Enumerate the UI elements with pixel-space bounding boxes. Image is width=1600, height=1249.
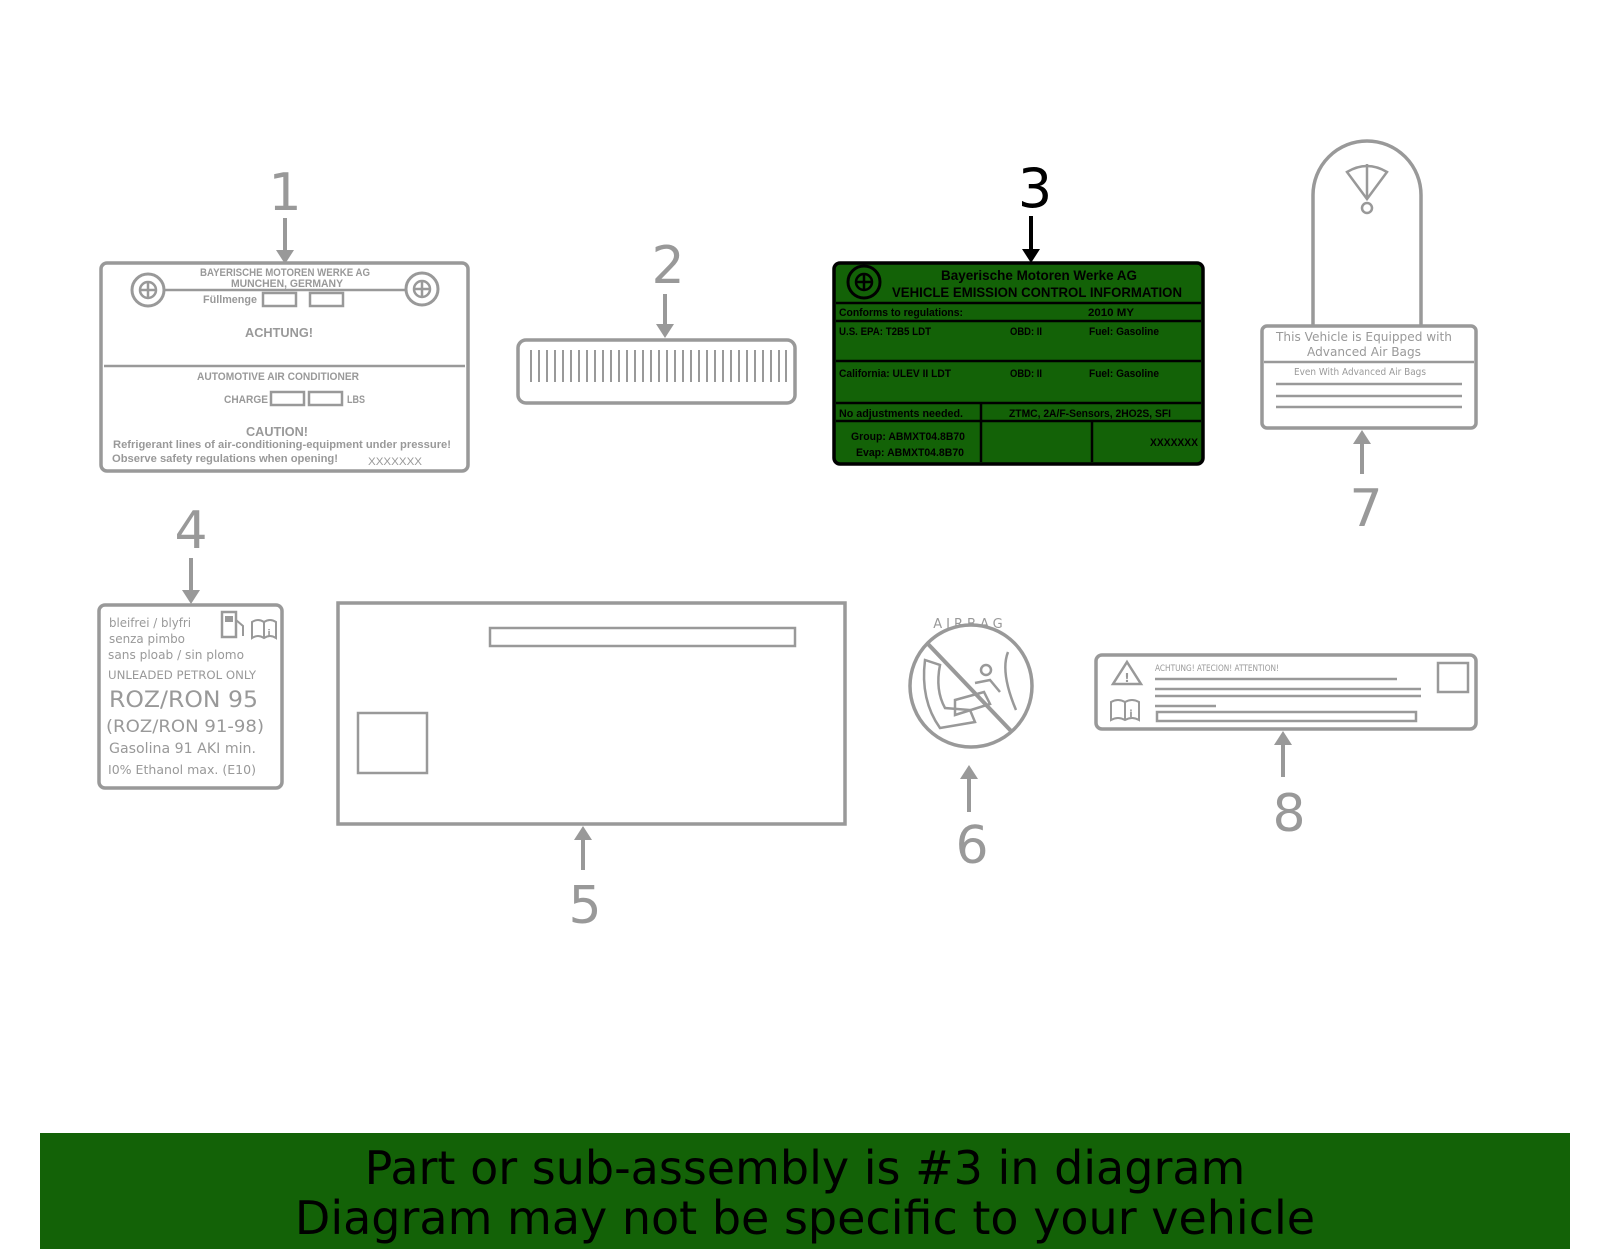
label-3-obd-2: OBD: II bbox=[1010, 368, 1042, 380]
callout-7-number: 7 bbox=[1349, 479, 1382, 539]
callout-2-number: 2 bbox=[651, 236, 684, 296]
label-4-line6: (ROZ/RON 91-98) bbox=[106, 717, 264, 737]
fuel-pump-icon bbox=[220, 610, 244, 639]
label-1-line2: Observe safety regulations when opening! bbox=[112, 453, 338, 465]
callout-1-number: 1 bbox=[268, 163, 301, 223]
label-7-line1: This Vehicle is Equipped with bbox=[1275, 329, 1452, 344]
label-4-line2: senza pimbo bbox=[109, 632, 185, 646]
manual-book-icon: i bbox=[1110, 699, 1140, 722]
label-1-fill: Füllmenge bbox=[203, 294, 257, 306]
label-3-title: VEHICLE EMISSION CONTROL INFORMATION bbox=[892, 284, 1182, 300]
label-3-evap: Evap: ABMXT04.8B70 bbox=[856, 447, 964, 459]
banner-line-2: Diagram may not be specific to your vehi… bbox=[294, 1191, 1316, 1245]
label-1-city: MUNCHEN, GERMANY bbox=[231, 278, 344, 290]
bmw-logo-icon bbox=[846, 264, 882, 300]
label-1-caution: CAUTION! bbox=[246, 424, 308, 439]
label-4-line3: sans ploab / sin plomo bbox=[108, 648, 244, 662]
label-3-sensors: ZTMC, 2A/F-Sensors, 2HO2S, SFI bbox=[1009, 408, 1171, 420]
callout-5[interactable]: 5 bbox=[568, 826, 602, 936]
callout-6[interactable]: 6 bbox=[955, 765, 989, 876]
label-2-barcode-strip[interactable] bbox=[516, 338, 797, 405]
label-1-lbs: LBS bbox=[347, 394, 365, 406]
label-4-line1: bleifrei / blyfri bbox=[109, 616, 191, 630]
info-banner: Part or sub-assembly is #3 in diagram Di… bbox=[40, 1133, 1570, 1249]
no-child-seat-icon bbox=[908, 623, 1034, 749]
warning-triangle-icon: ! bbox=[1110, 659, 1144, 686]
label-1-ac: AUTOMOTIVE AIR CONDITIONER bbox=[197, 371, 359, 383]
banner-line-1: Part or sub-assembly is #3 in diagram bbox=[364, 1141, 1246, 1195]
label-1-line1: Refrigerant lines of air-conditioning-eq… bbox=[113, 439, 451, 451]
svg-text:i: i bbox=[267, 629, 270, 639]
label-1-maker: BAYERISCHE MOTOREN WERKE AG bbox=[200, 267, 370, 279]
label-1-code: XXXXXXX bbox=[368, 456, 423, 468]
label-3-no-adjustments: No adjustments needed. bbox=[839, 408, 963, 420]
callout-3-number: 3 bbox=[1018, 157, 1052, 220]
svg-text:!: ! bbox=[1124, 671, 1129, 685]
callout-8[interactable]: 8 bbox=[1272, 731, 1306, 844]
label-7-line2: Advanced Air Bags bbox=[1307, 344, 1421, 359]
callout-1[interactable]: 1 bbox=[268, 163, 302, 264]
label-3-maker: Bayerische Motoren Werke AG bbox=[941, 267, 1137, 283]
callout-6-number: 6 bbox=[955, 816, 988, 876]
label-3-fuel-1: Fuel: Gasoline bbox=[1089, 326, 1159, 338]
label-4-line4: UNLEADED PETROL ONLY bbox=[108, 668, 257, 682]
label-4-line5: ROZ/RON 95 bbox=[109, 688, 258, 713]
label-5-plate[interactable] bbox=[336, 601, 847, 826]
callout-4[interactable]: 4 bbox=[174, 501, 208, 604]
label-3-code: XXXXXXX bbox=[1150, 437, 1199, 449]
airbag-deploy-icon bbox=[1345, 164, 1389, 215]
label-4-line8: I0% Ethanol max. (E10) bbox=[108, 762, 256, 777]
callout-3[interactable]: 3 bbox=[1018, 157, 1052, 263]
label-7-line3: Even With Advanced Air Bags bbox=[1294, 367, 1426, 378]
label-3-epa: U.S. EPA: T2B5 LDT bbox=[839, 326, 931, 338]
label-4-line7: Gasolina 91 AKI min. bbox=[109, 741, 256, 757]
callout-8-number: 8 bbox=[1272, 784, 1305, 844]
label-4-fuel-label[interactable]: i bleifrei / blyfri senza pimbo sans plo… bbox=[97, 603, 284, 790]
label-1-ac-label[interactable]: BAYERISCHE MOTOREN WERKE AG MUNCHEN, GER… bbox=[99, 261, 470, 473]
label-8-warning-text: ACHTUNG! ATECION! ATTENTION! bbox=[1155, 664, 1279, 674]
label-1-charge: CHARGE bbox=[224, 394, 268, 406]
callout-4-number: 4 bbox=[174, 501, 207, 561]
label-1-warning: ACHTUNG! bbox=[245, 325, 313, 340]
label-3-model-year: 2010 MY bbox=[1088, 307, 1135, 319]
barcode-lines bbox=[530, 350, 787, 382]
callout-7[interactable]: 7 bbox=[1349, 430, 1383, 539]
callout-5-number: 5 bbox=[568, 876, 601, 936]
callout-2[interactable]: 2 bbox=[651, 236, 685, 338]
label-3-california: California: ULEV II LDT bbox=[839, 368, 951, 380]
label-7-airbag-hang-tag[interactable]: This Vehicle is Equipped with Advanced A… bbox=[1260, 139, 1478, 430]
label-6-airbag-decal[interactable]: AIRBAG bbox=[908, 617, 1034, 749]
label-3-obd-1: OBD: II bbox=[1010, 326, 1042, 338]
label-3-conforms: Conforms to regulations: bbox=[839, 307, 963, 319]
label-3-group: Group: ABMXT04.8B70 bbox=[851, 431, 965, 443]
label-8-warning-label[interactable]: ! i ACHTUNG! ATECION! ATTENTION! bbox=[1094, 653, 1478, 731]
label-3-fuel-2: Fuel: Gasoline bbox=[1089, 368, 1159, 380]
svg-text:i: i bbox=[1129, 709, 1132, 720]
manual-book-icon: i bbox=[251, 619, 277, 640]
label-3-emission-control-label[interactable]: Bayerische Motoren Werke AG VEHICLE EMIS… bbox=[832, 261, 1205, 466]
